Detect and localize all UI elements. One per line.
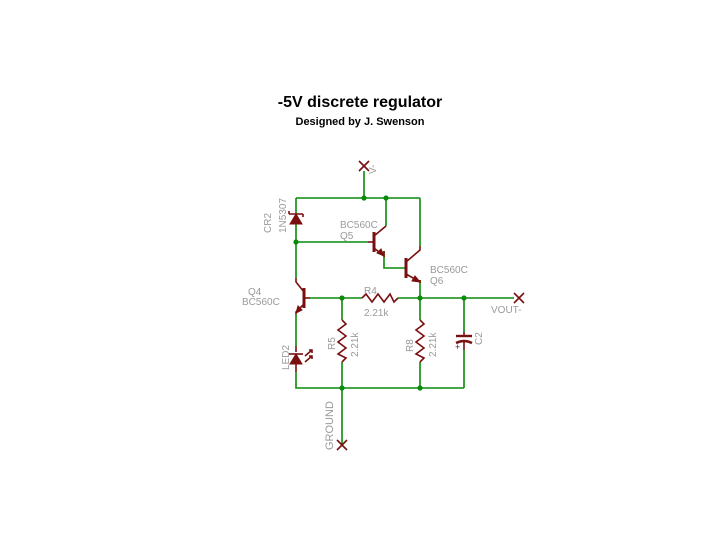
r8-value-label: 2.21k bbox=[428, 332, 439, 357]
led2-diode-icon bbox=[289, 346, 313, 372]
r4-ref-label: R4 bbox=[364, 286, 377, 297]
q4-value-label: BC560C bbox=[242, 297, 280, 308]
junctions bbox=[293, 195, 467, 391]
ground-label: GROUND bbox=[324, 401, 336, 450]
q4-ref-label: Q4 bbox=[248, 287, 262, 298]
q6-transistor-icon bbox=[404, 246, 422, 284]
wires bbox=[295, 171, 514, 446]
q6-ref-label: Q6 bbox=[430, 276, 444, 287]
junction bbox=[361, 195, 367, 201]
r8-ref-label: R8 bbox=[405, 339, 416, 352]
diagram-title: -5V discrete regulator bbox=[277, 94, 443, 111]
r8-resistor-icon bbox=[414, 319, 426, 363]
vout-label: VOUT- bbox=[491, 305, 522, 316]
junction bbox=[417, 385, 423, 391]
q4-transistor-icon bbox=[295, 278, 310, 314]
vout-terminal-icon bbox=[513, 292, 525, 304]
c2-ref-label: C2 bbox=[474, 332, 485, 345]
ground-terminal-icon bbox=[336, 439, 348, 451]
cr2-zener-diode-icon bbox=[288, 211, 304, 225]
q5-value-label: BC560C bbox=[340, 220, 378, 231]
r5-ref-label: R5 bbox=[327, 337, 338, 350]
diagram-subtitle: Designed by J. Swenson bbox=[295, 116, 425, 128]
led2-ref-label: LED2 bbox=[281, 345, 292, 370]
cr2-ref-label: CR2 bbox=[263, 213, 274, 233]
junction bbox=[417, 295, 423, 301]
junction bbox=[461, 295, 467, 301]
junction bbox=[339, 385, 345, 391]
cr2-value-label: 1N5307 bbox=[278, 198, 289, 233]
r4-resistor-icon bbox=[361, 292, 399, 304]
vin-terminal-icon bbox=[358, 160, 370, 172]
r5-value-label: 2.21k bbox=[350, 332, 361, 357]
q5-ref-label: Q5 bbox=[340, 231, 354, 242]
junction bbox=[339, 295, 345, 301]
junction bbox=[383, 195, 389, 201]
q5-transistor-icon bbox=[368, 225, 387, 258]
vin-label: V- bbox=[368, 165, 379, 174]
r5-resistor-icon bbox=[336, 319, 348, 363]
c2-capacitor-icon bbox=[455, 332, 473, 350]
q6-value-label: BC560C bbox=[430, 265, 468, 276]
r4-value-label: 2.21k bbox=[364, 308, 389, 319]
c2-polarity-label: + bbox=[455, 342, 460, 352]
junction bbox=[293, 239, 299, 245]
